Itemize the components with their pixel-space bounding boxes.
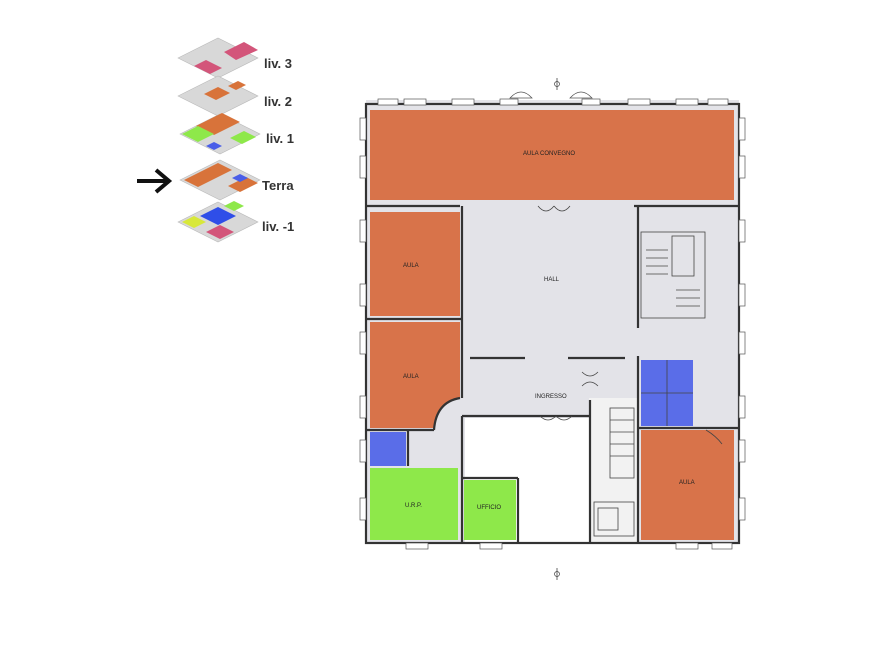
level-3-highlight-b (194, 60, 222, 74)
level-minus1-blue (200, 207, 236, 225)
room-aula-convegno[interactable] (370, 110, 734, 200)
level-2-highlight (204, 87, 230, 100)
level-liv-3[interactable]: liv. 3 (177, 37, 292, 79)
room-urp[interactable] (370, 468, 458, 540)
arrow-right-icon (137, 168, 173, 194)
level-1-green-b (230, 131, 256, 144)
room-label: AULA (403, 263, 419, 269)
level-label[interactable]: liv. 3 (264, 56, 292, 71)
room-label: HALL (544, 277, 560, 283)
level-2-highlight-b (228, 81, 246, 90)
room-label: INGRESSO (535, 394, 567, 400)
terra-orange (184, 163, 232, 187)
level-label[interactable]: liv. 2 (264, 94, 292, 109)
windows-bottom (405, 542, 733, 550)
door-group (537, 205, 723, 445)
room-label: AULA (403, 374, 419, 380)
level-liv-minus-1[interactable]: liv. -1 (177, 201, 294, 243)
level-1-green (182, 126, 214, 142)
floor-plan: AULA CONVEGNO AULA AULA U.R.P. UFFICIO H… (359, 78, 746, 580)
room-wc-left[interactable] (370, 432, 406, 466)
level-terra[interactable]: Terra (179, 159, 294, 201)
room-label: AULA CONVEGNO (523, 151, 575, 157)
courtyard-b (589, 398, 639, 543)
level-selector: liv. 3 liv. 2 liv. 1 Terra (137, 37, 294, 243)
level-1-blue (206, 142, 222, 150)
stair-core (640, 231, 706, 319)
level-minus1-green-b (224, 201, 244, 211)
level-3-highlight (224, 42, 258, 60)
level-label[interactable]: liv. 1 (266, 131, 294, 146)
curved-wall (432, 396, 461, 431)
axis-marker-bottom (554, 568, 560, 580)
room-label: AULA (679, 480, 695, 486)
level-minus1-pink (206, 225, 234, 239)
axis-marker-top (554, 78, 560, 90)
windows-left (359, 117, 367, 521)
level-minus1-green (182, 216, 206, 228)
terra-orange-b (228, 177, 258, 192)
room-label: UFFICIO (477, 505, 501, 511)
outer-wall (364, 102, 741, 545)
level-liv-1[interactable]: liv. 1 (179, 113, 294, 155)
room-ufficio[interactable] (464, 480, 516, 540)
level-label[interactable]: liv. -1 (262, 219, 294, 234)
terra-blue (232, 174, 248, 182)
windows-right (738, 117, 746, 521)
level-label[interactable]: Terra (262, 178, 294, 193)
room-aula-2[interactable] (370, 322, 460, 428)
room-aula-1[interactable] (370, 212, 460, 316)
room-label: U.R.P. (405, 503, 422, 509)
windows-top (377, 91, 729, 106)
level-1-orange (196, 113, 240, 135)
stair-secondary (593, 407, 635, 537)
level-liv-2[interactable]: liv. 2 (177, 75, 292, 117)
room-aula-3[interactable] (641, 430, 734, 540)
